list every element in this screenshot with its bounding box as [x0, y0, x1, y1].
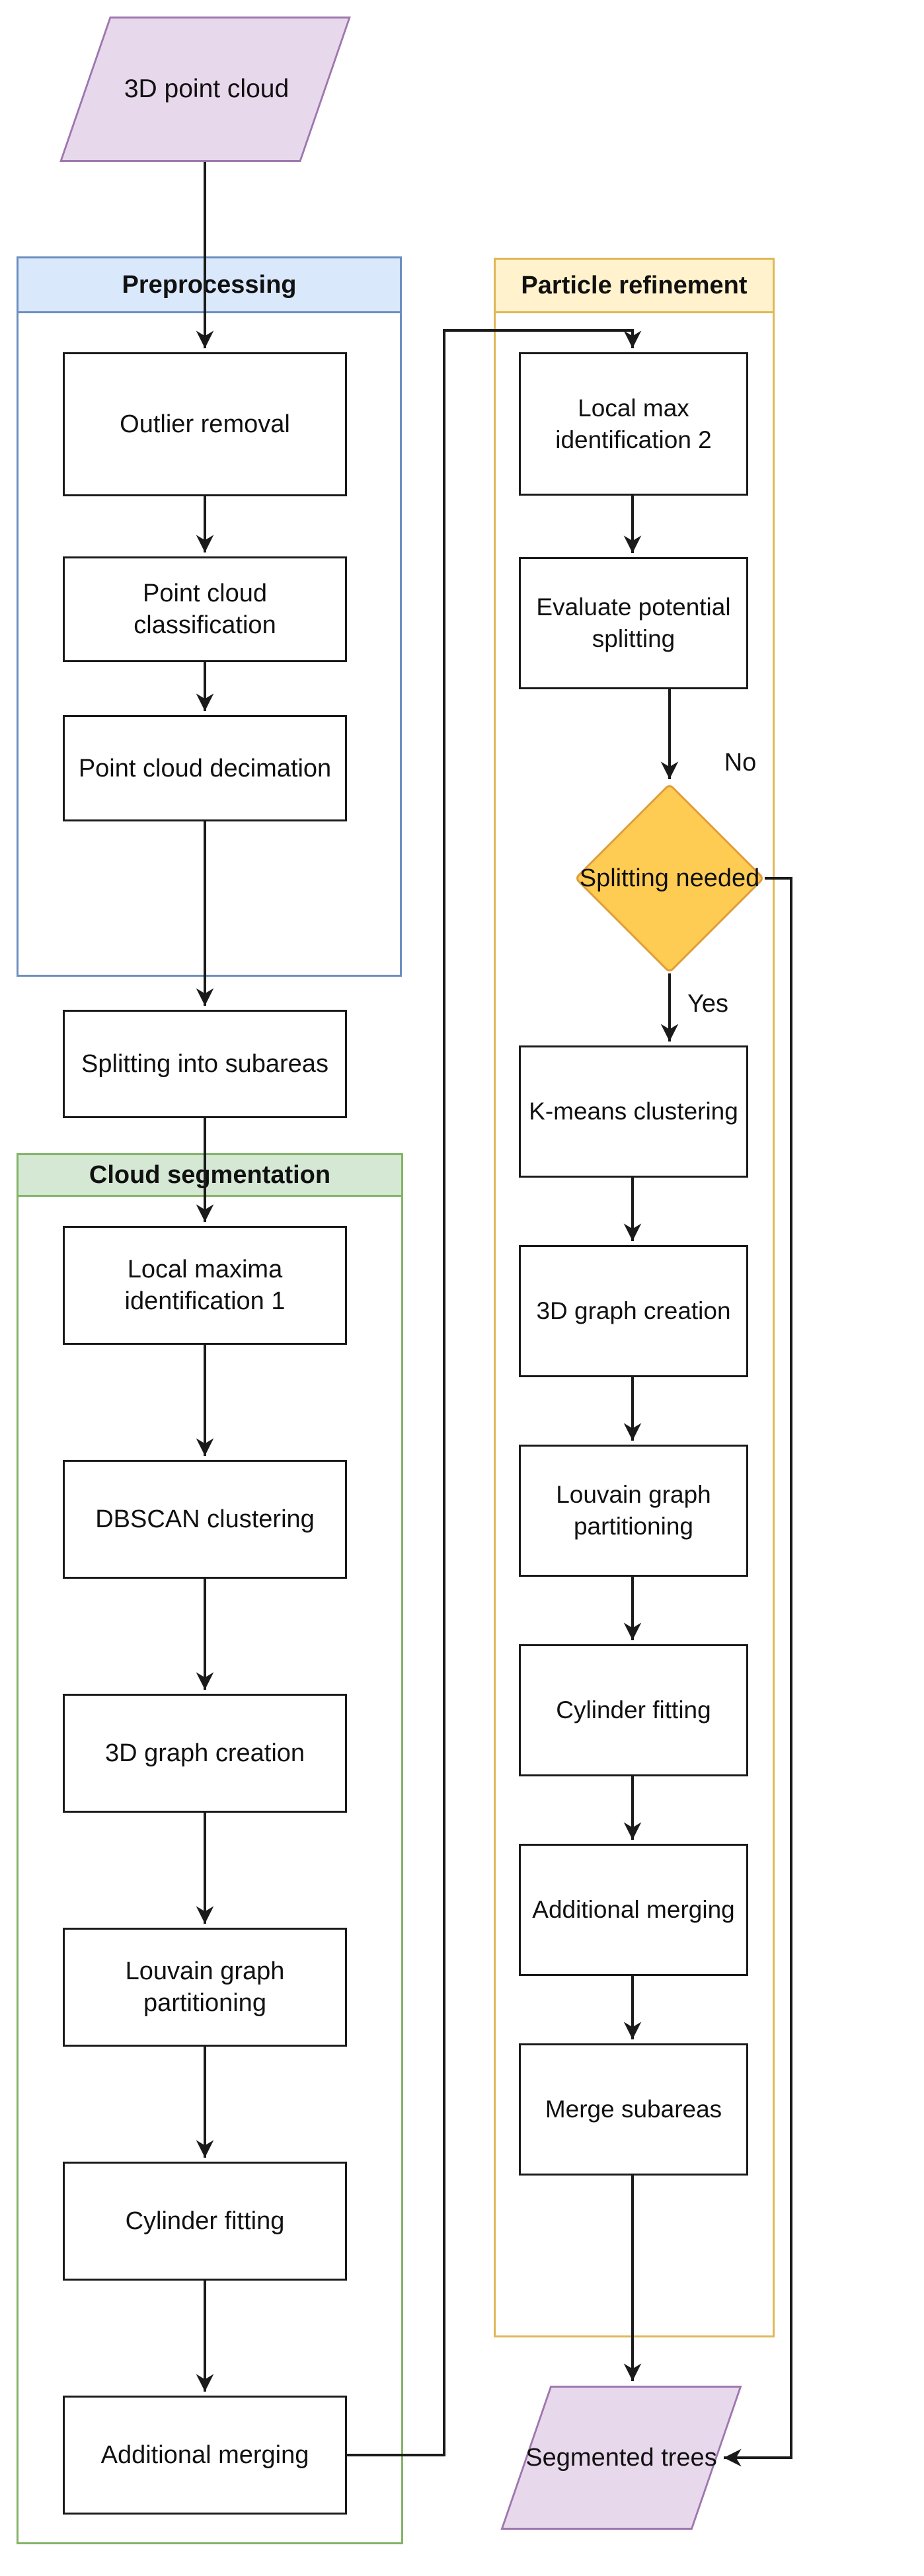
node-3d-graph-creation-1-label: 3D graph creation	[104, 1739, 305, 1767]
group-preprocessing-title: Preprocessing	[122, 270, 297, 299]
node-additional-merging-2-label: Additional merging	[532, 1896, 735, 1923]
node-louvain-graph-partitioning-2-label: Louvain graph partitioning	[556, 1481, 711, 1540]
node-kmeans-clustering: K-means clustering	[519, 1045, 748, 1178]
node-evaluate-potential-splitting-label: Evaluate potential splitting	[536, 593, 731, 652]
edge-label-yes-text: Yes	[687, 990, 728, 1018]
start-node: 3D point cloud	[59, 17, 354, 162]
node-cylinder-fitting-2-label: Cylinder fitting	[556, 1696, 711, 1724]
node-3d-graph-creation-2-label: 3D graph creation	[536, 1297, 731, 1324]
node-additional-merging-2: Additional merging	[519, 1844, 748, 1976]
node-evaluate-potential-splitting: Evaluate potential splitting	[519, 557, 748, 689]
edge-addmerge-to-localmax2	[347, 329, 642, 2456]
group-particle-refinement: Particle refinement	[494, 258, 775, 2337]
node-dbscan-clustering-label: DBSCAN clustering	[95, 1505, 315, 1533]
node-louvain-graph-partitioning-1: Louvain graph partitioning	[63, 1928, 347, 2047]
end-node-label: Segmented trees	[525, 2443, 717, 2472]
node-outlier-removal-label: Outlier removal	[120, 410, 290, 438]
node-local-max-identification-2: Local max identification 2	[519, 352, 748, 496]
group-cloud-segmentation: Cloud segmentation	[17, 1153, 403, 2544]
node-outlier-removal: Outlier removal	[63, 352, 347, 496]
node-3d-graph-creation-2: 3D graph creation	[519, 1245, 748, 1377]
node-point-cloud-classification: Point cloud classification	[63, 556, 347, 662]
node-kmeans-clustering-label: K-means clustering	[529, 1098, 738, 1125]
node-cylinder-fitting-1: Cylinder fitting	[63, 2162, 347, 2281]
node-point-cloud-classification-label: Point cloud classification	[134, 580, 276, 639]
group-cloud-segmentation-title: Cloud segmentation	[89, 1160, 331, 1189]
decision-splitting-needed: Splitting needed	[574, 825, 765, 931]
node-cylinder-fitting-2: Cylinder fitting	[519, 1644, 748, 1776]
node-additional-merging-1-label: Additional merging	[100, 2441, 309, 2469]
node-point-cloud-decimation-label: Point cloud decimation	[78, 754, 332, 782]
group-particle-refinement-title: Particle refinement	[521, 271, 748, 299]
edge-label-no: No	[711, 749, 770, 777]
node-cylinder-fitting-1-label: Cylinder fitting	[125, 2207, 285, 2235]
node-louvain-graph-partitioning-1-label: Louvain graph partitioning	[125, 1957, 285, 2017]
group-preprocessing-header: Preprocessing	[17, 256, 402, 313]
node-local-maxima-identification-1: Local maxima identification 1	[63, 1226, 347, 1345]
edge-label-yes: Yes	[687, 990, 767, 1018]
node-merge-subareas: Merge subareas	[519, 2043, 748, 2176]
group-particle-refinement-header: Particle refinement	[494, 258, 775, 313]
group-cloud-segmentation-header: Cloud segmentation	[17, 1153, 403, 1197]
edge-label-no-text: No	[724, 749, 757, 777]
node-splitting-into-subareas-label: Splitting into subareas	[81, 1050, 328, 1078]
node-merge-subareas-label: Merge subareas	[545, 2096, 722, 2123]
edge-decision-no-to-end	[724, 877, 792, 2467]
node-louvain-graph-partitioning-2: Louvain graph partitioning	[519, 1445, 748, 1577]
node-3d-graph-creation-1: 3D graph creation	[63, 1694, 347, 1813]
node-splitting-into-subareas: Splitting into subareas	[63, 1010, 347, 1118]
node-local-maxima-identification-1-label: Local maxima identification 1	[124, 1256, 286, 1315]
node-additional-merging-1: Additional merging	[63, 2396, 347, 2515]
node-point-cloud-decimation: Point cloud decimation	[63, 715, 347, 821]
start-node-label: 3D point cloud	[124, 75, 289, 103]
decision-splitting-needed-label: Splitting needed	[579, 864, 760, 892]
node-dbscan-clustering: DBSCAN clustering	[63, 1460, 347, 1579]
group-preprocessing: Preprocessing	[17, 256, 402, 977]
end-node: Segmented trees	[500, 2386, 742, 2530]
node-local-max-identification-2-label: Local max identification 2	[555, 394, 712, 453]
